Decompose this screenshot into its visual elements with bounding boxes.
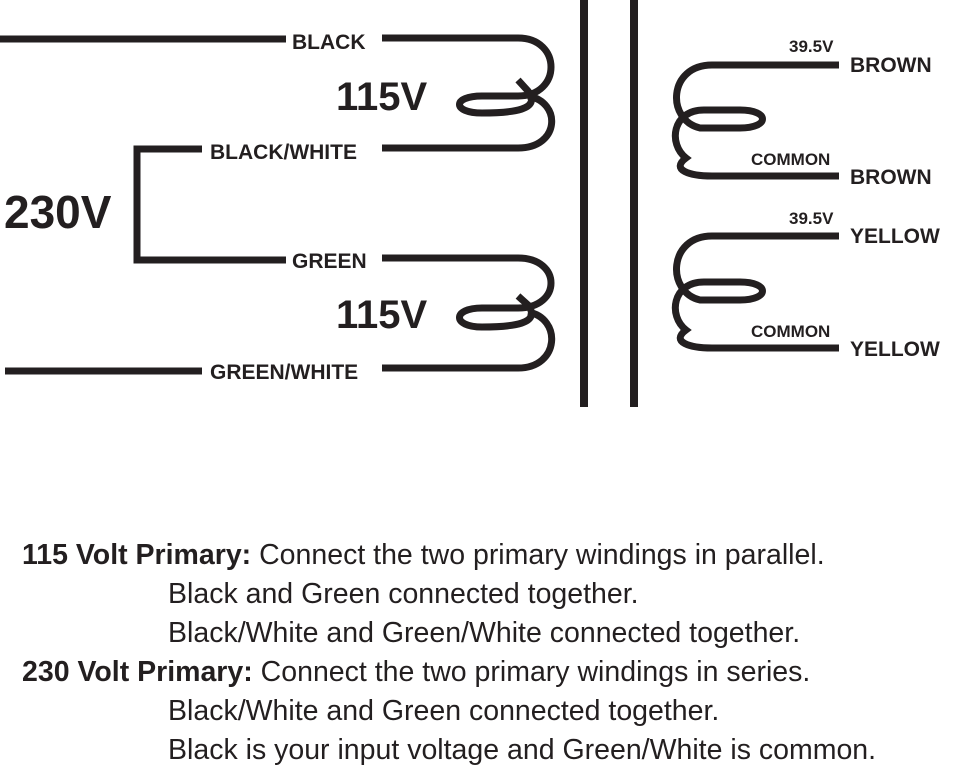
lower-common-tap-label: COMMON — [751, 322, 830, 341]
upper-primary-winding — [382, 34, 555, 152]
wiring-instructions: 115 Volt Primary: Connect the two primar… — [22, 536, 972, 770]
upper-secondary-voltage: 39.5V — [789, 37, 834, 56]
note-230-heading: 230 Volt Primary: — [22, 656, 253, 688]
note-115-heading: 115 Volt Primary: — [22, 539, 252, 571]
note-230-line-3: Black is your input voltage and Green/Wh… — [168, 734, 877, 766]
lower-primary-winding — [382, 254, 555, 372]
upper-secondary-winding — [671, 61, 839, 180]
note-115-line-2: Black and Green connected together. — [168, 578, 639, 610]
series-voltage-label: 230V — [4, 186, 112, 238]
series-bracket — [133, 145, 286, 264]
note-115-header-line: 115 Volt Primary: Connect the two primar… — [22, 536, 972, 575]
green-white-wire-label: GREEN/WHITE — [210, 361, 358, 384]
note-230-line-2: Black/White and Green connected together… — [168, 695, 720, 727]
lower-secondary-winding — [671, 232, 839, 352]
note-115-text: Connect the two primary windings in para… — [251, 539, 825, 571]
upper-winding-voltage: 115V — [336, 75, 428, 119]
black-wire-label: BLACK — [292, 31, 366, 54]
lower-winding-voltage: 115V — [336, 293, 428, 337]
brown-wire-bottom-label: BROWN — [850, 166, 932, 189]
brown-wire-top-label: BROWN — [850, 54, 932, 77]
note-230-text: Connect the two primary windings in seri… — [252, 656, 811, 688]
lower-secondary-voltage: 39.5V — [789, 209, 834, 228]
green-wire-label: GREEN — [292, 250, 367, 273]
yellow-wire-top-label: YELLOW — [850, 225, 940, 248]
upper-common-tap-label: COMMON — [751, 150, 830, 169]
note-230-header-line: 230 Volt Primary: Connect the two primar… — [22, 653, 972, 692]
black-white-wire-label: BLACK/WHITE — [210, 141, 357, 164]
yellow-wire-bottom-label: YELLOW — [850, 338, 940, 361]
note-115-line-3: Black/White and Green/White connected to… — [168, 617, 801, 649]
